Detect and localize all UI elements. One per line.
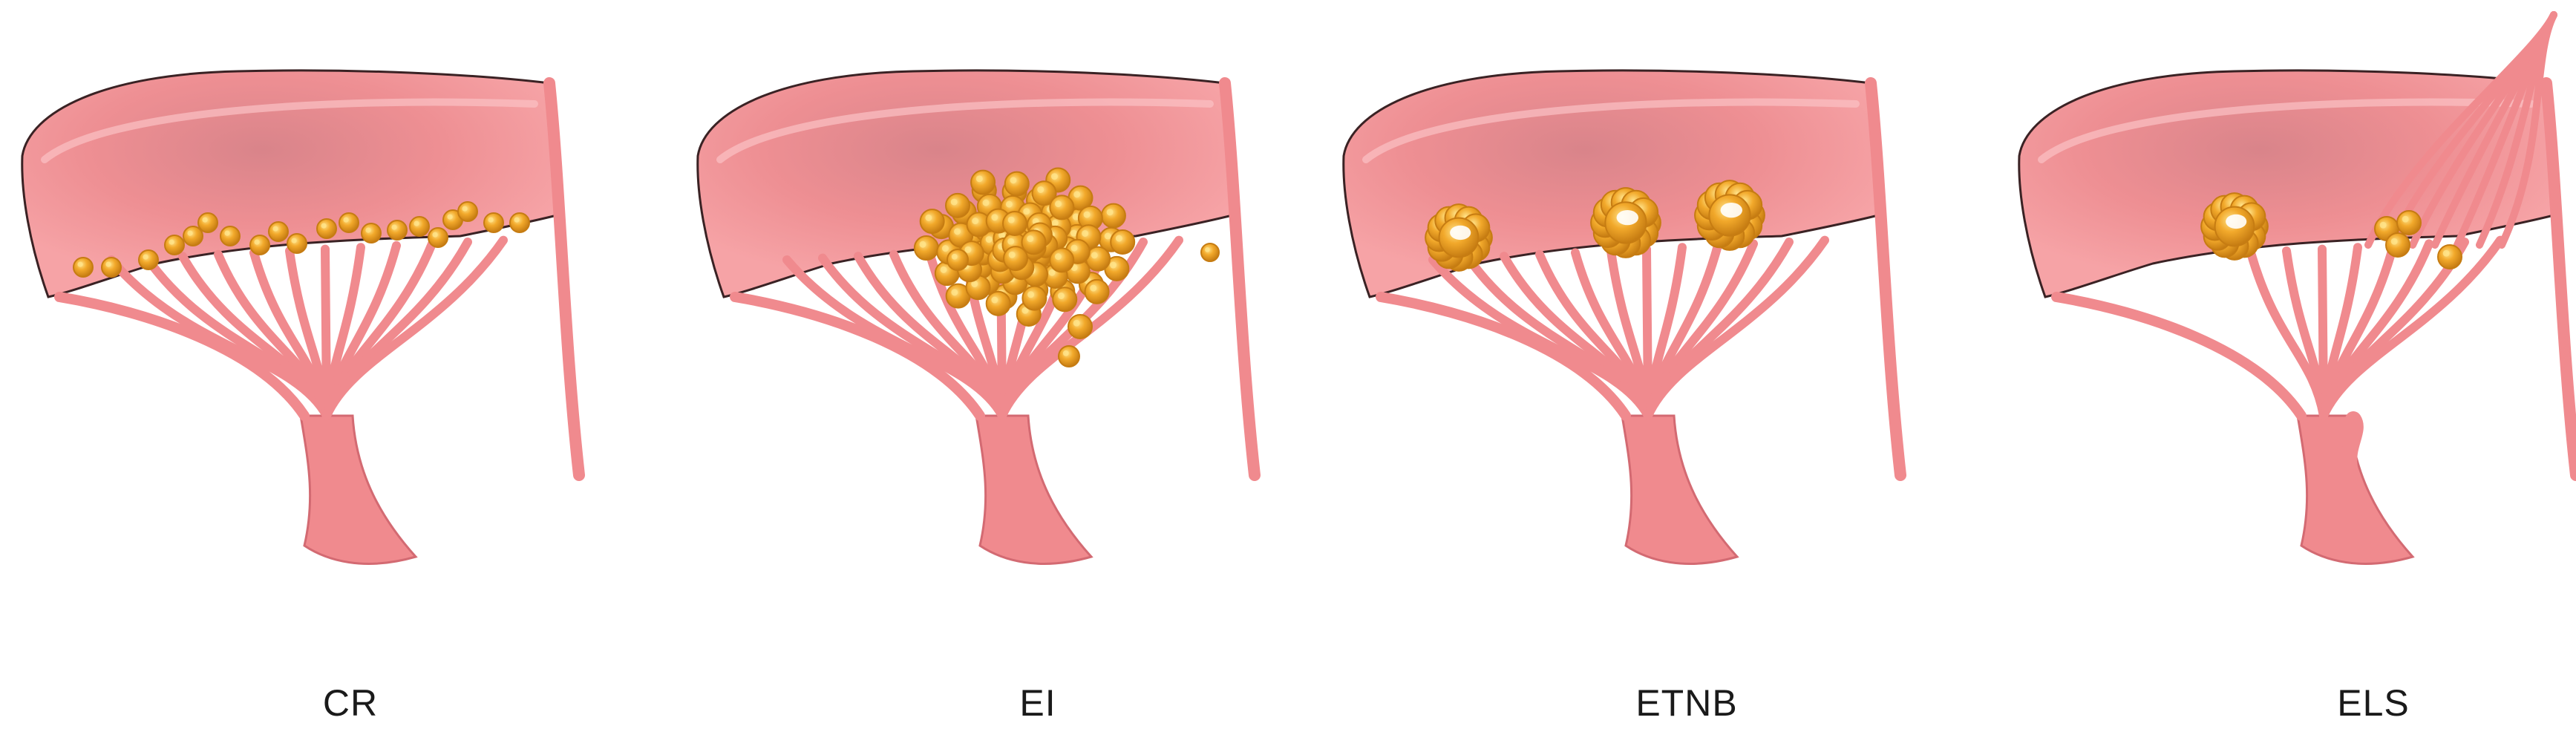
vegetation-nodule xyxy=(339,212,359,233)
vegetation-mass xyxy=(1694,180,1765,251)
vegetation-nodule xyxy=(945,192,971,218)
ruptured-chorda-stump xyxy=(2341,411,2364,476)
papillary-muscle xyxy=(299,414,418,565)
vegetation-nodule xyxy=(1049,247,1075,273)
chorda-tendinea xyxy=(1644,235,1829,420)
left-chorda xyxy=(1376,292,1631,421)
cusp-highlight xyxy=(2038,98,2535,163)
vegetation-nodule xyxy=(1200,243,1220,262)
vegetation-nodule xyxy=(919,209,945,235)
panel-ei xyxy=(696,69,1261,565)
vegetation-nodule xyxy=(2437,244,2462,269)
panel-label-cr: CR xyxy=(322,682,379,724)
left-chorda xyxy=(2051,292,2307,421)
vegetation-nodule xyxy=(197,212,218,233)
vegetation-nodule xyxy=(268,221,289,242)
vegetation-nodule xyxy=(183,226,203,246)
left-chorda xyxy=(54,292,310,421)
cusp-highlight xyxy=(1362,98,1860,163)
chorda-tendinea xyxy=(1464,253,1653,420)
vegetation-mass xyxy=(1425,203,1493,272)
right-chorda xyxy=(1219,77,1261,481)
vegetation-nodule xyxy=(387,220,408,241)
panel-els xyxy=(2018,11,2576,565)
vegetation-nodule xyxy=(316,218,337,239)
panel-label-els: ELS xyxy=(2337,682,2410,724)
papillary-muscle xyxy=(1621,414,1739,565)
vegetation-nodule xyxy=(985,290,1011,316)
vegetation-nodule xyxy=(164,235,185,255)
vegetation-nodule xyxy=(220,226,241,246)
vegetation-nodule xyxy=(138,249,159,270)
flail-chorda xyxy=(2498,11,2557,249)
vegetation-nodule xyxy=(1100,203,1126,229)
cusp-highlight xyxy=(41,98,538,163)
chorda-tendinea xyxy=(143,253,331,420)
vegetation-nodule xyxy=(101,257,122,278)
papillary-muscle xyxy=(975,414,1094,565)
vegetation-nodule xyxy=(1068,314,1093,339)
vegetation-nodule xyxy=(947,249,969,271)
papillary-muscle xyxy=(2296,414,2415,565)
vegetation-nodule xyxy=(1021,285,1047,311)
vegetation-nodule xyxy=(2385,232,2410,258)
vegetation-nodule xyxy=(1002,211,1028,237)
vegetation-nodule xyxy=(1058,345,1080,367)
vegetation-nodule xyxy=(457,201,478,222)
vegetation-nodule xyxy=(249,235,270,255)
cusp-highlight xyxy=(716,98,1214,163)
chorda-tendinea xyxy=(2319,235,2505,420)
vegetation-nodule xyxy=(966,212,992,238)
right-chorda xyxy=(2540,77,2576,481)
panel-etnb xyxy=(1342,69,1906,565)
vegetation-mass xyxy=(2200,192,2269,261)
vegetation-nodule xyxy=(509,212,530,233)
vegetation-nodule xyxy=(361,223,382,243)
vegetation-nodule xyxy=(409,216,430,237)
vegetation-nodule xyxy=(1052,287,1078,313)
vegetation-nodule xyxy=(287,233,307,254)
vegetation-nodule xyxy=(1110,229,1136,255)
vegetation-nodule xyxy=(1077,205,1103,231)
vegetation-nodule xyxy=(1031,180,1057,206)
left-chorda xyxy=(730,292,985,421)
vegetation-nodule xyxy=(73,257,94,278)
vegetation-nodule xyxy=(1004,171,1030,197)
vegetation-nodule xyxy=(2396,210,2422,235)
vegetation-nodule xyxy=(483,212,504,233)
vegetation-nodule xyxy=(1049,194,1075,220)
vegetation-nodule xyxy=(913,235,939,261)
vegetation-mass xyxy=(1590,187,1661,258)
panel-cr xyxy=(21,69,585,565)
panel-label-ei: EI xyxy=(1019,682,1056,724)
vegetation-nodule xyxy=(970,169,996,195)
vegetation-nodule xyxy=(1003,246,1029,272)
chorda-tendinea xyxy=(998,235,1183,420)
right-chorda xyxy=(1865,77,1906,481)
chorda-tendinea xyxy=(322,235,508,420)
vegetation-nodule xyxy=(1068,185,1094,211)
vegetation-nodule xyxy=(1084,278,1110,304)
panel-label-etnb: ETNB xyxy=(1635,682,1738,724)
vegetation-nodule xyxy=(428,227,448,248)
right-chorda xyxy=(543,77,585,481)
vegetation-nodule xyxy=(1021,229,1047,255)
